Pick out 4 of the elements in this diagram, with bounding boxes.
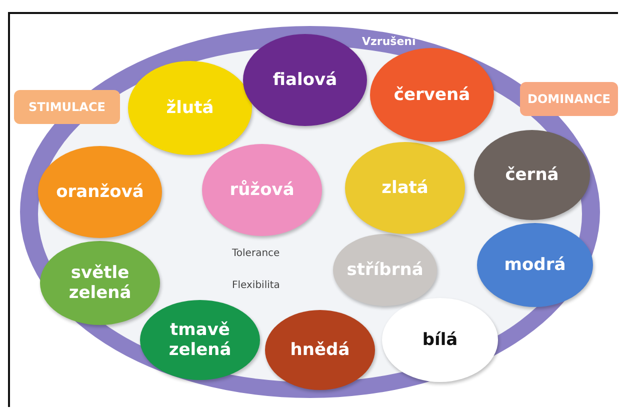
trait-label: Flexibilita: [232, 280, 280, 291]
category-tag: DOMINANCE: [520, 82, 618, 116]
category-tag: STIMULACE: [14, 90, 120, 124]
trait-label: Tolerance: [232, 248, 280, 259]
